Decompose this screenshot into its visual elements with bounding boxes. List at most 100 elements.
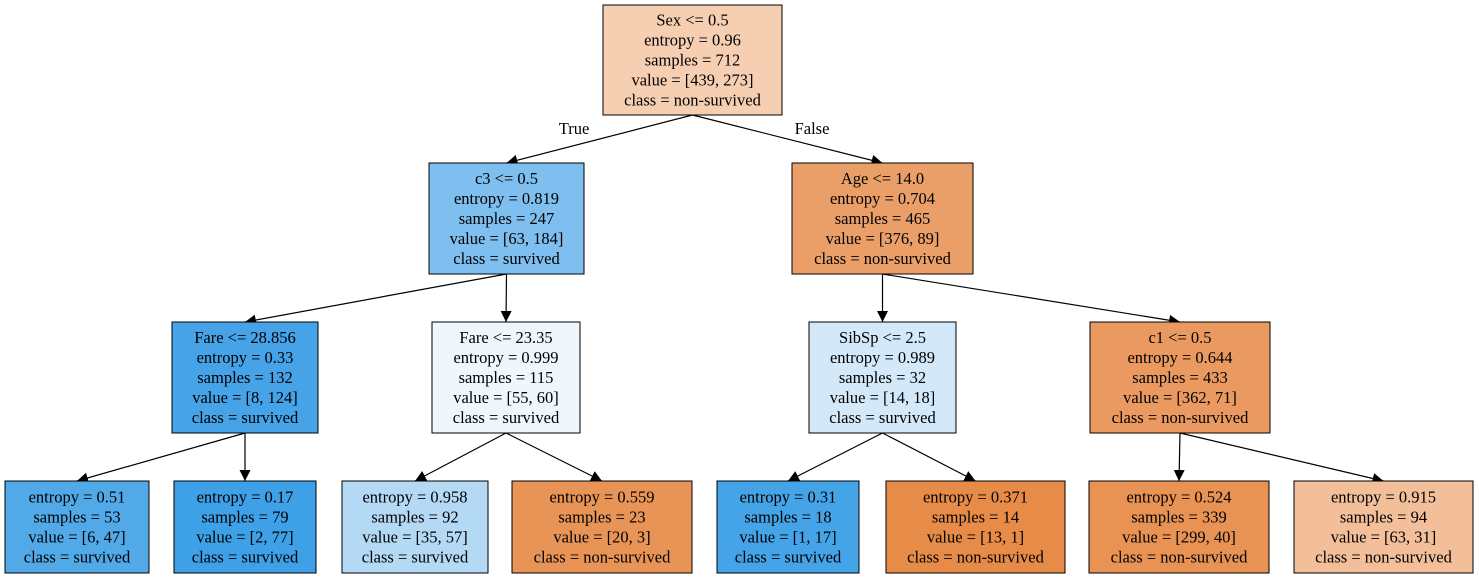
node-samples: samples = 53: [33, 508, 120, 527]
node-value: value = [63, 31]: [1331, 528, 1437, 547]
node-box: [808, 321, 957, 434]
edge-n2-n3: [76, 432, 246, 484]
node-entropy: entropy = 0.644: [1127, 348, 1232, 367]
node-box: [171, 321, 319, 434]
node-class: class = survived: [453, 408, 560, 427]
node-class: class = non-survived: [624, 91, 761, 110]
node-value: value = [14, 18]: [830, 388, 936, 407]
node-entropy: entropy = 0.999: [453, 348, 558, 367]
node-class: class = survived: [192, 548, 299, 567]
node-samples: samples = 92: [371, 508, 458, 527]
node-value: value = [376, 89]: [826, 229, 940, 248]
node-samples: samples = 712: [645, 51, 740, 70]
node-box: [341, 480, 489, 574]
node-box: [1088, 480, 1270, 574]
node-class: class = non-survived: [1112, 408, 1249, 427]
node-value: value = [20, 3]: [553, 528, 650, 547]
node-entropy: entropy = 0.915: [1331, 488, 1436, 507]
node-class: class = survived: [362, 548, 469, 567]
node-entropy: entropy = 0.989: [830, 348, 935, 367]
node-box: [511, 480, 693, 574]
edge-n8-n12: [882, 273, 1181, 326]
node-samples: samples = 132: [197, 368, 292, 387]
node-box: [1293, 480, 1474, 574]
node-entropy: entropy = 0.33: [197, 348, 294, 367]
node-samples: samples = 433: [1132, 368, 1227, 387]
edge-n5-n6: [414, 432, 507, 482]
node-samples: samples = 465: [835, 209, 930, 228]
edge-n12-n13: [1173, 432, 1185, 482]
node-value: value = [1, 17]: [739, 528, 836, 547]
node-class: class = survived: [24, 548, 131, 567]
node-entropy: entropy = 0.31: [740, 488, 837, 507]
node-samples: samples = 32: [839, 368, 926, 387]
node-class: class = survived: [829, 408, 936, 427]
node-box: [4, 480, 150, 574]
node-split-rule: c1 <= 0.5: [1148, 328, 1211, 347]
node-value: value = [6, 47]: [28, 528, 125, 547]
edge-n0-n1: [506, 114, 693, 166]
node-samples: samples = 247: [459, 209, 554, 228]
node-split-rule: SibSp <= 2.5: [839, 328, 926, 347]
node-class: class = non-survived: [907, 548, 1044, 567]
node-samples: samples = 94: [1340, 508, 1427, 527]
node-entropy: entropy = 0.51: [29, 488, 126, 507]
node-samples: samples = 14: [932, 508, 1019, 527]
node-class: class = non-survived: [814, 249, 951, 268]
node-value: value = [55, 60]: [453, 388, 559, 407]
edge-n0-n8: [692, 114, 883, 166]
node-samples: samples = 79: [201, 508, 288, 527]
node-entropy: entropy = 0.958: [362, 488, 467, 507]
node-value: value = [63, 184]: [450, 229, 564, 248]
node-split-rule: Age <= 14.0: [841, 169, 924, 188]
edge-n5-n7: [505, 432, 603, 482]
edge-n9-n11: [882, 432, 976, 482]
node-entropy: entropy = 0.704: [830, 189, 935, 208]
node-class: class = survived: [192, 408, 299, 427]
node-value: value = [35, 57]: [362, 528, 468, 547]
node-entropy: entropy = 0.96: [644, 31, 741, 50]
node-box: [602, 4, 783, 116]
node-value: value = [13, 1]: [927, 528, 1024, 547]
node-value: value = [8, 124]: [192, 388, 298, 407]
node-box: [791, 162, 974, 275]
node-class: class = non-survived: [1315, 548, 1452, 567]
node-class: class = non-survived: [1111, 548, 1248, 567]
node-value: value = [299, 40]: [1122, 528, 1236, 547]
node-box: [173, 480, 317, 574]
edge-n9-n10: [787, 432, 883, 482]
node-entropy: entropy = 0.819: [454, 189, 559, 208]
node-samples: samples = 115: [459, 368, 554, 387]
node-class: class = survived: [735, 548, 842, 567]
node-box: [716, 480, 860, 574]
edge-label-true: True: [559, 119, 590, 138]
edges-layer: True False: [76, 114, 1384, 484]
node-box: [1089, 321, 1271, 434]
edge-label-false: False: [795, 119, 830, 138]
node-entropy: entropy = 0.17: [197, 488, 294, 507]
node-split-rule: c3 <= 0.5: [475, 169, 538, 188]
node-value: value = [439, 273]: [631, 71, 753, 90]
edge-n12-n14: [1179, 432, 1384, 484]
node-split-rule: Sex <= 0.5: [656, 11, 728, 30]
node-samples: samples = 18: [744, 508, 831, 527]
node-samples: samples = 23: [558, 508, 645, 527]
node-value: value = [362, 71]: [1123, 388, 1237, 407]
edge-n1-n5: [500, 273, 512, 323]
node-box: [885, 480, 1066, 574]
